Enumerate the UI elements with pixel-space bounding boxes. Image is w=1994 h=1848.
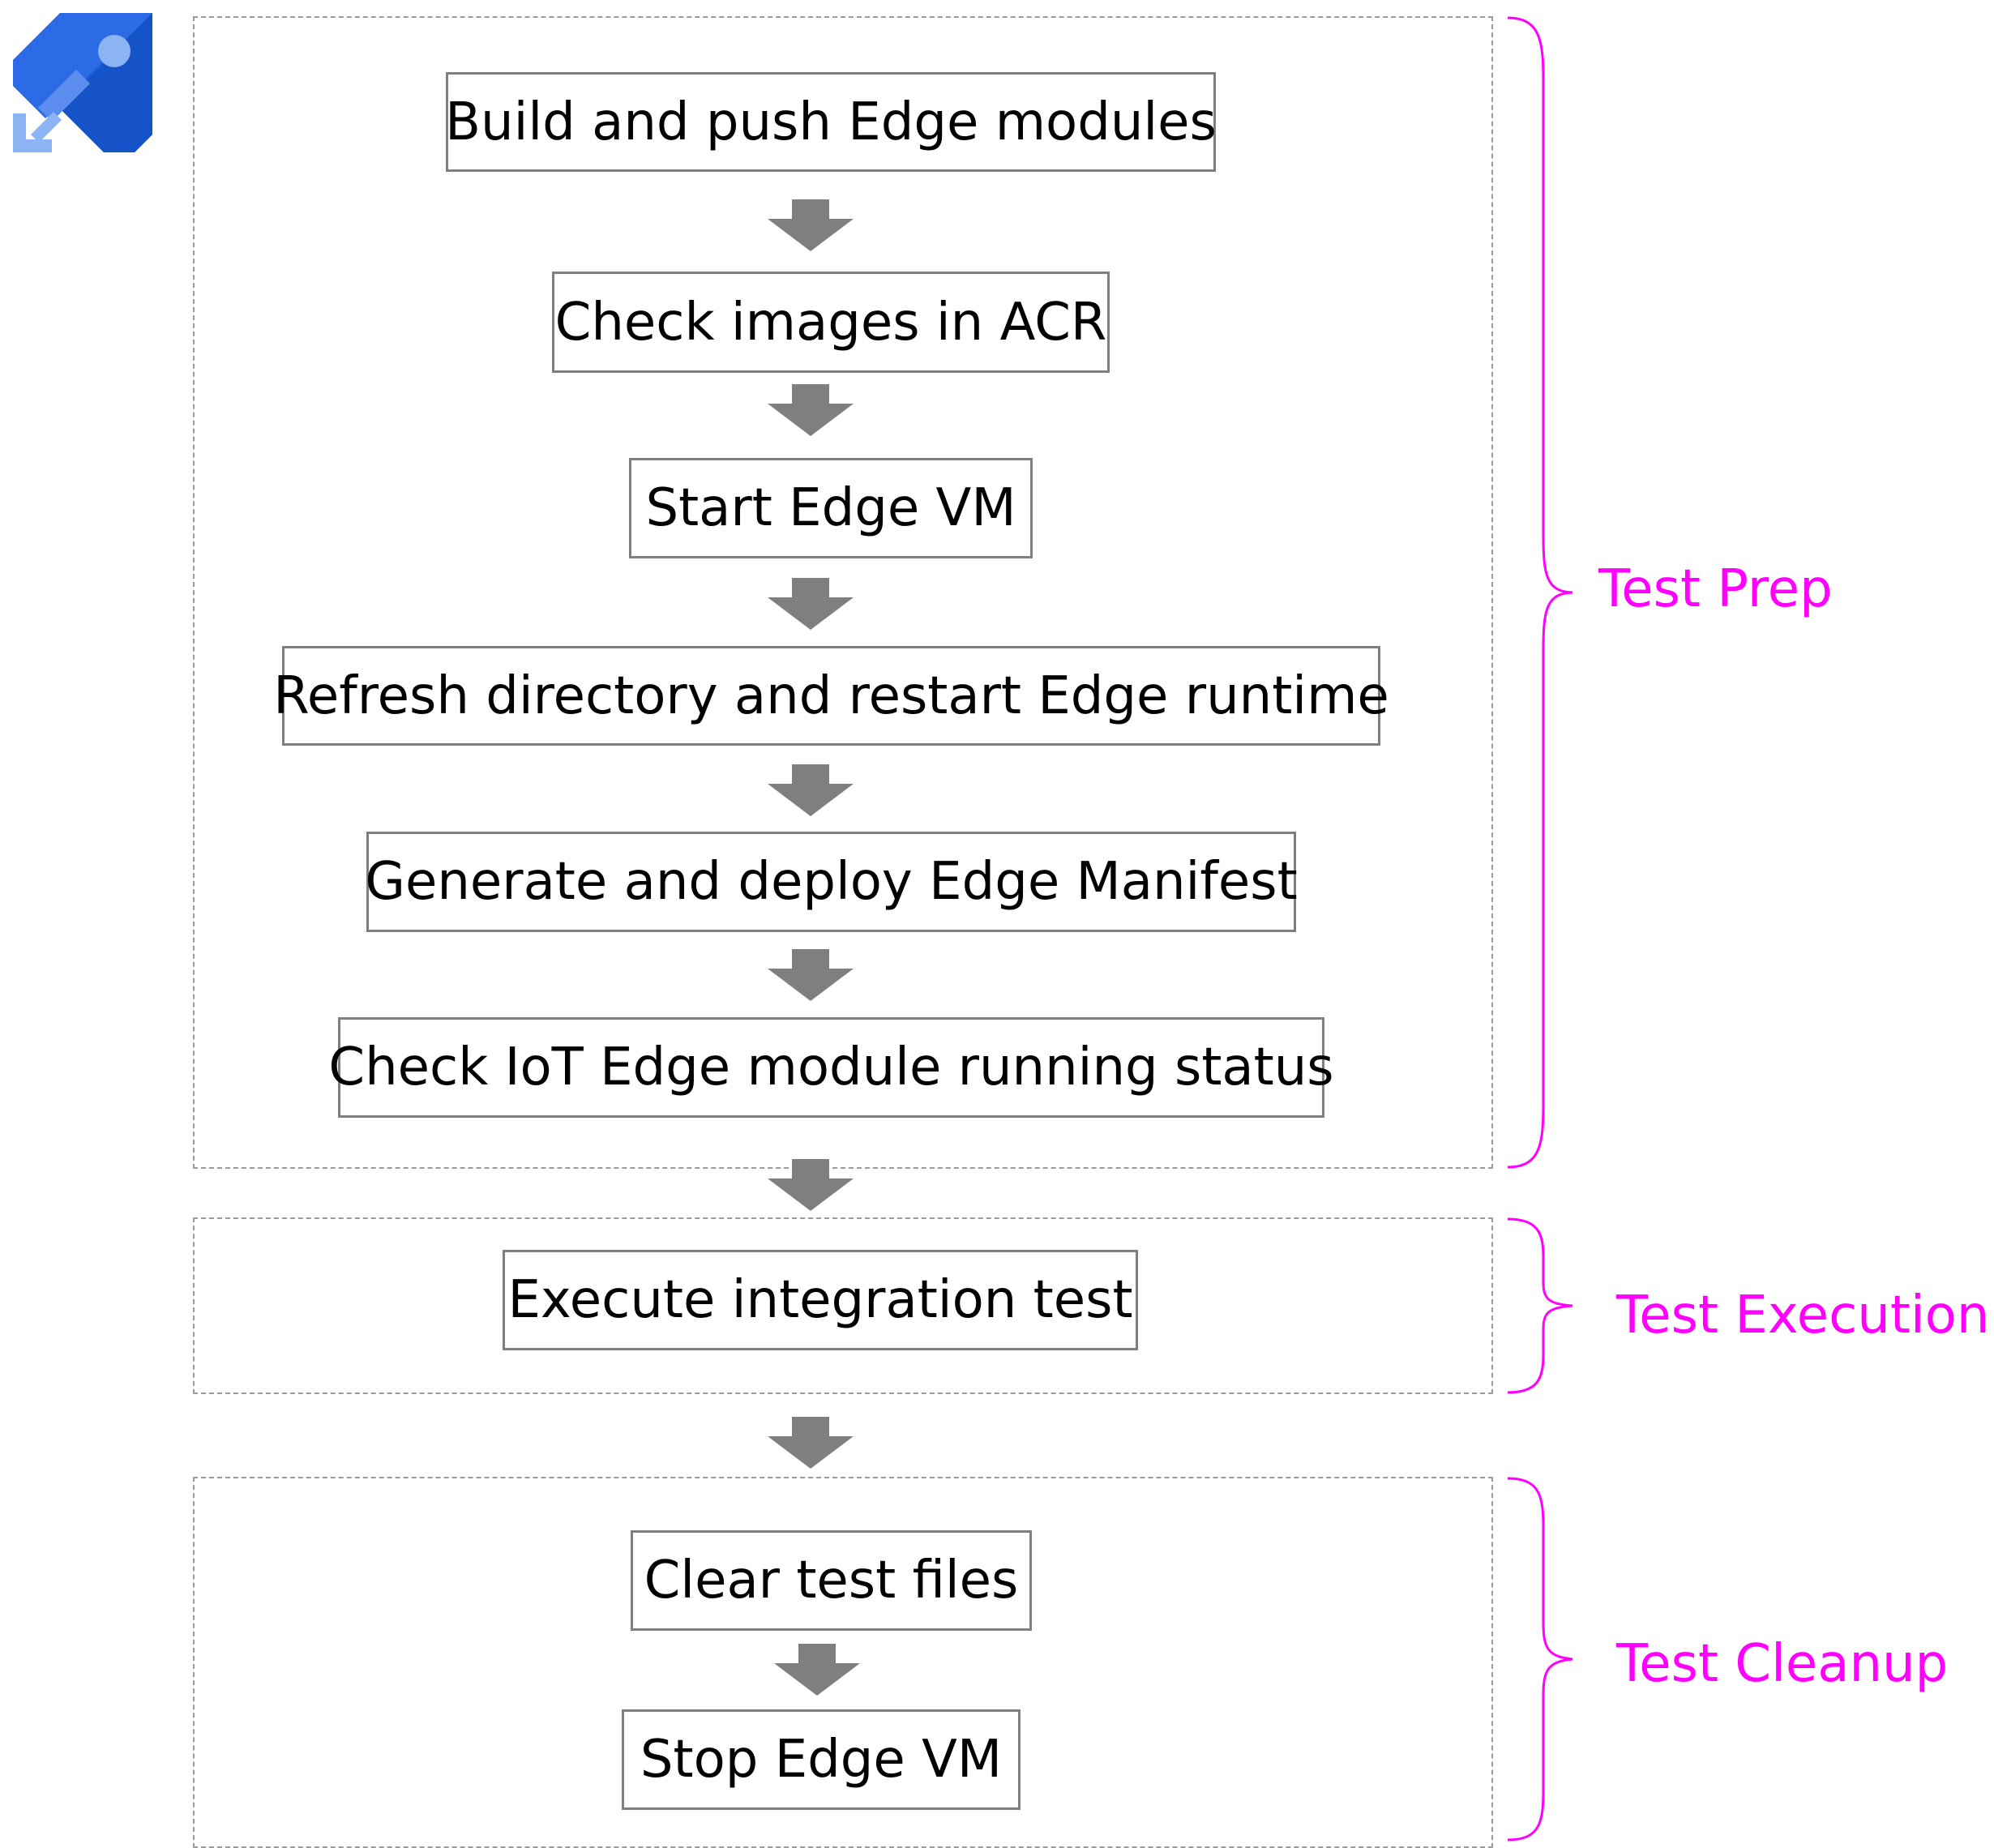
azure-pipelines-icon [13,13,152,152]
brace-test-cleanup [1507,1477,1573,1842]
step-build-push-modules: Build and push Edge modules [445,72,1217,172]
step-generate-deploy-manifest: Generate and deploy Edge Manifest [365,832,1298,932]
arrow-down-icon [768,1159,854,1211]
arrow-down-icon [768,199,854,251]
arrow-down-icon [768,384,854,436]
step-stop-edge-vm: Stop Edge VM [622,1709,1021,1810]
section-label-test-execution: Test Execution [1616,1285,1990,1345]
test-prep-frame [193,16,1493,1169]
step-start-edge-vm: Start Edge VM [629,458,1033,558]
section-label-test-cleanup: Test Cleanup [1616,1634,1949,1694]
test-execution-frame [193,1217,1493,1394]
step-check-images-acr: Check images in ACR [552,272,1110,373]
section-label-test-prep: Test Prep [1598,559,1833,619]
brace-test-prep [1507,16,1573,1169]
arrow-down-icon [768,578,854,630]
step-check-module-status: Check IoT Edge module running status [328,1017,1334,1118]
arrow-down-icon [768,1417,854,1469]
step-clear-test-files: Clear test files [631,1530,1032,1631]
brace-test-execution [1507,1217,1573,1394]
arrow-down-icon [768,764,854,816]
arrow-down-icon [768,949,854,1001]
arrow-down-icon [774,1644,860,1696]
step-execute-integration-test: Execute integration test [503,1250,1138,1350]
step-refresh-restart-runtime: Refresh directory and restart Edge runti… [273,646,1389,746]
